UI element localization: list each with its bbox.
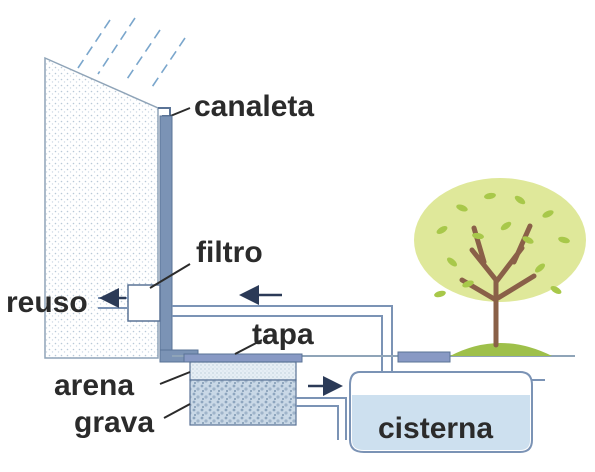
building-wall xyxy=(44,56,159,359)
rain-drop-line xyxy=(77,19,111,69)
leaf xyxy=(535,263,545,273)
leaf xyxy=(522,236,534,244)
cistern-hatch xyxy=(397,351,451,363)
leaf xyxy=(472,232,484,240)
feed-pipe-lower xyxy=(296,405,339,440)
rain-drop-line xyxy=(124,29,161,83)
leaf xyxy=(456,204,468,212)
rain xyxy=(77,17,186,91)
gravel-layer xyxy=(189,379,297,426)
filter-unit xyxy=(127,284,161,322)
label-reuso: reuso xyxy=(6,286,88,319)
leaf xyxy=(550,286,562,294)
feed-pipe-upper xyxy=(296,397,347,440)
label-grava: grava xyxy=(74,406,154,439)
label-arena: arena xyxy=(54,369,134,402)
tree-trunk xyxy=(459,223,537,348)
filter-lid xyxy=(183,353,303,363)
gutter xyxy=(158,107,171,117)
leaf xyxy=(500,221,512,231)
rain-drop-line xyxy=(97,17,136,75)
downpipe xyxy=(159,115,173,357)
tree xyxy=(414,178,586,356)
lid-pointer xyxy=(234,339,263,355)
leaf xyxy=(462,280,474,288)
label-cisterna: cisterna xyxy=(378,412,493,445)
leaf xyxy=(542,210,554,218)
label-canaleta: canaleta xyxy=(194,90,314,123)
leaf xyxy=(514,195,526,205)
filter-pointer xyxy=(149,263,191,289)
grass-mound xyxy=(450,343,552,356)
sand-pointer xyxy=(159,371,191,385)
leaf xyxy=(484,192,496,200)
label-tapa: tapa xyxy=(252,318,314,351)
rain-drop-line xyxy=(149,37,186,91)
tree-canopy-back xyxy=(414,178,586,302)
label-filtro: filtro xyxy=(196,236,263,269)
leaf xyxy=(436,226,448,234)
leaf xyxy=(434,290,446,298)
gravel-pointer xyxy=(163,403,191,419)
cistern-water xyxy=(352,395,530,450)
leaf xyxy=(447,257,457,267)
leaf xyxy=(558,236,570,244)
sand-layer xyxy=(189,361,297,381)
